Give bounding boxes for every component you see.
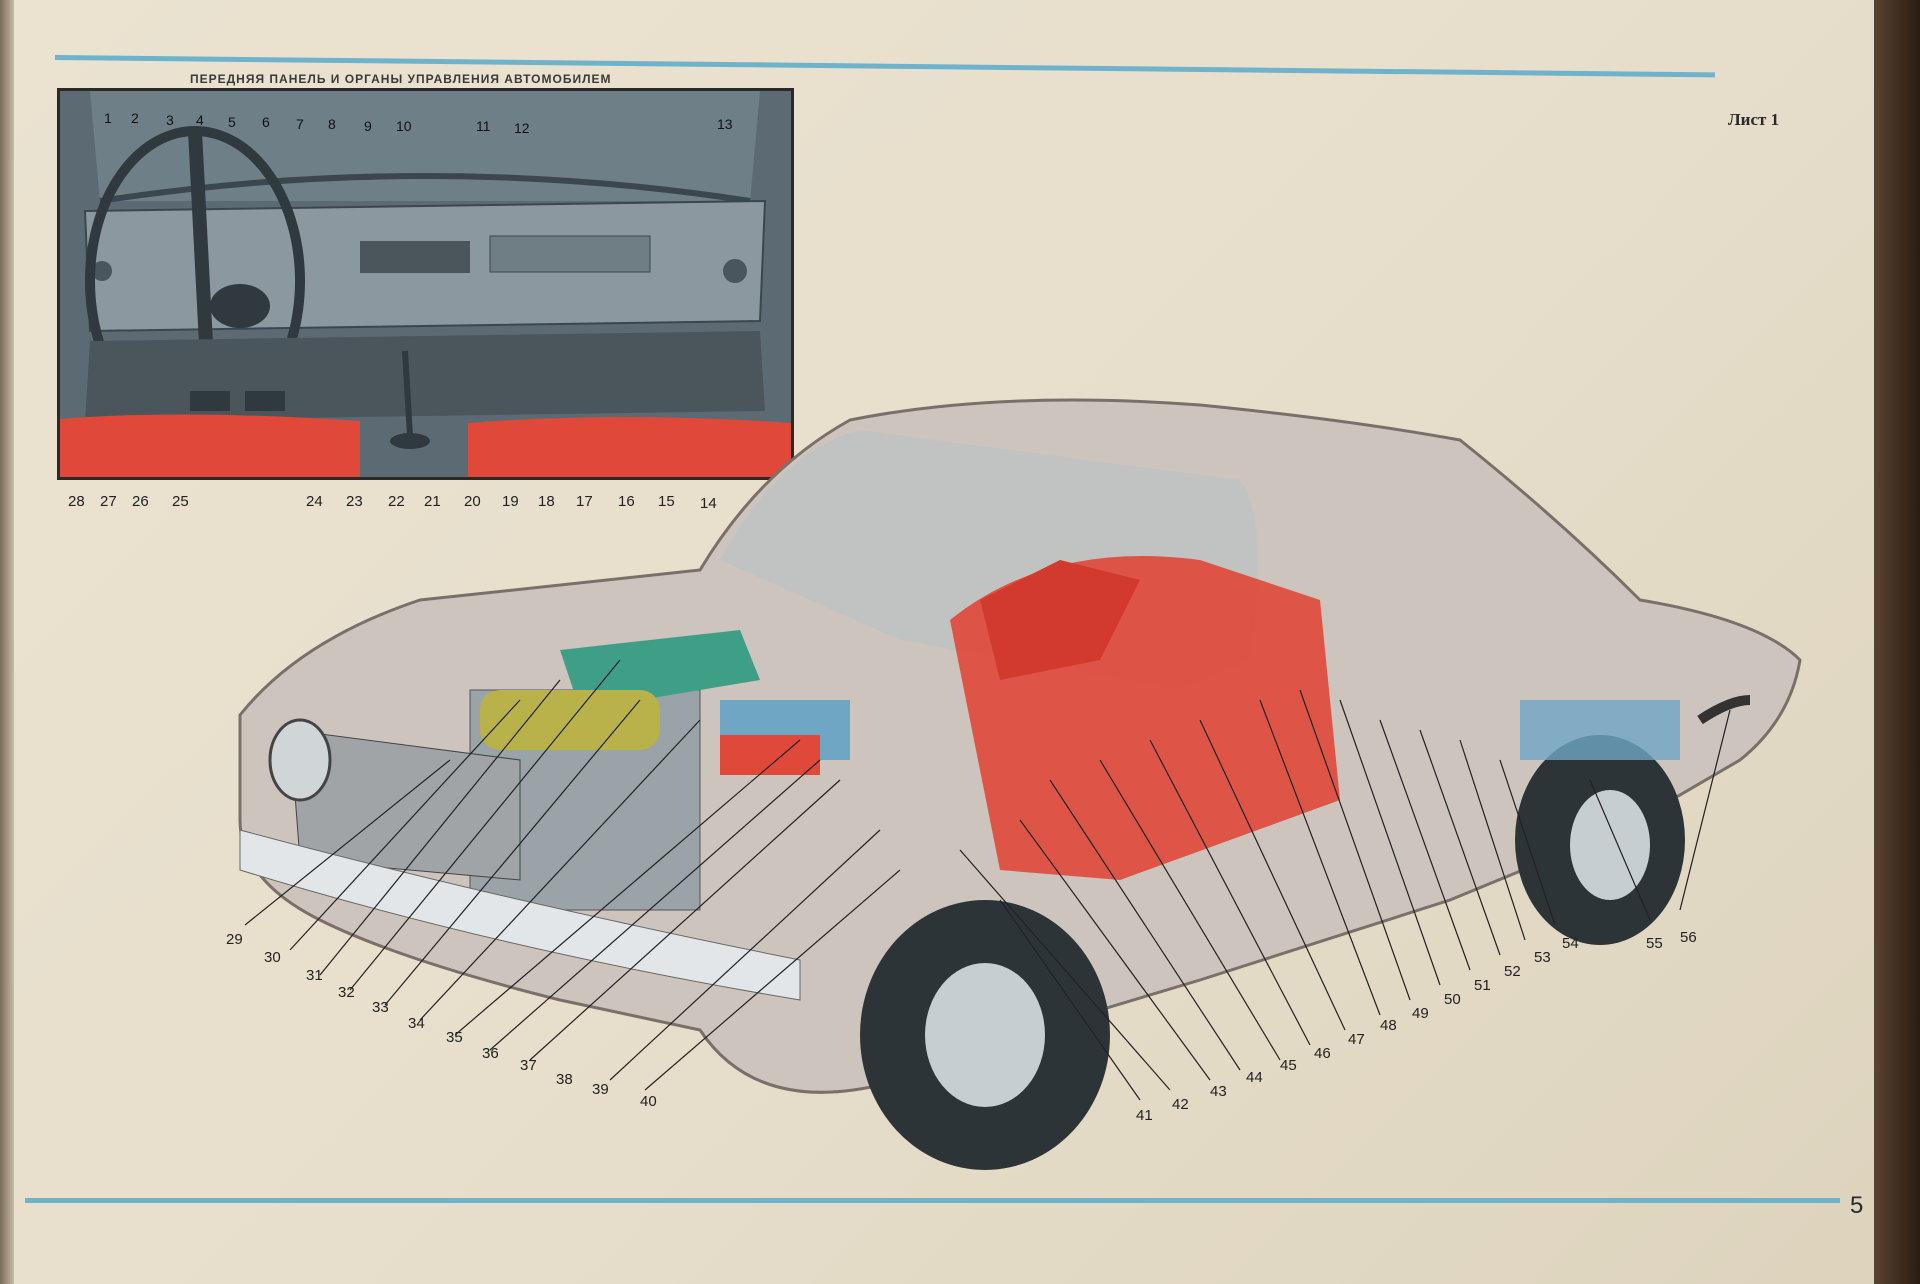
callout-number: 30 [264, 949, 281, 966]
callout-number: 35 [446, 1029, 463, 1046]
callout-number: 29 [226, 931, 243, 948]
air-filter [480, 690, 660, 750]
rear-hubcap [1570, 790, 1650, 900]
callout-number: 5 [228, 114, 236, 130]
callout-number: 22 [388, 493, 405, 510]
callout-number: 54 [1562, 935, 1579, 952]
callout-number: 11 [476, 118, 491, 134]
battery [720, 735, 820, 775]
page-number: 5 [1850, 1192, 1864, 1219]
callout-number: 18 [538, 493, 555, 510]
callout-number: 13 [717, 116, 733, 132]
callout-number: 2 [131, 110, 139, 126]
callout-number: 42 [1172, 1096, 1189, 1113]
callout-number: 39 [592, 1081, 609, 1098]
callout-number: 23 [346, 493, 363, 510]
callout-number: 37 [520, 1057, 537, 1074]
callout-number: 44 [1246, 1069, 1263, 1086]
callout-number: 9 [364, 118, 372, 134]
callout-number: 32 [338, 984, 355, 1001]
callout-leader-lines [244, 659, 1731, 1101]
callout-number: 53 [1534, 949, 1551, 966]
callout-number: 3 [166, 112, 174, 128]
callout-number: 6 [262, 114, 270, 130]
callout-number: 52 [1504, 963, 1521, 980]
callout-number: 31 [306, 967, 323, 984]
bottom-rule [25, 1198, 1840, 1203]
callout-number: 46 [1314, 1045, 1331, 1062]
front-seat [980, 560, 1140, 680]
callout-number: 12 [514, 120, 530, 136]
callout-number: 40 [640, 1093, 657, 1110]
exhaust-pipe [1697, 695, 1751, 725]
callout-number: 36 [482, 1045, 499, 1062]
callout-number: 14 [700, 495, 717, 512]
dashboard-drawing [60, 91, 791, 477]
callout-number: 27 [100, 493, 117, 510]
callout-number: 48 [1380, 1017, 1397, 1034]
callout-number: 28 [68, 493, 85, 510]
callout-number: 51 [1474, 977, 1491, 994]
callout-number: 47 [1348, 1031, 1365, 1048]
front-hubcap [925, 963, 1045, 1107]
callout-number: 45 [1280, 1057, 1297, 1074]
callout-number: 10 [396, 118, 412, 134]
callout-number: 50 [1444, 991, 1461, 1008]
callout-number: 34 [408, 1015, 425, 1032]
callout-number: 38 [556, 1071, 573, 1088]
front-bumper [239, 829, 801, 1001]
sheet-label: Лист 1 [1728, 110, 1780, 129]
callout-number: 49 [1412, 1005, 1429, 1022]
callout-number: 26 [132, 493, 149, 510]
callout-number: 43 [1210, 1083, 1227, 1100]
callout-number: 15 [658, 493, 675, 510]
callout-number: 20 [464, 493, 481, 510]
callout-number: 16 [618, 493, 635, 510]
callout-number: 56 [1680, 929, 1697, 946]
dashboard-illustration [57, 88, 794, 480]
callout-number: 24 [306, 493, 323, 510]
callout-number: 8 [328, 116, 336, 132]
callout-number: 41 [1136, 1107, 1153, 1124]
callout-number: 7 [296, 116, 304, 132]
rear-axle [1520, 700, 1680, 760]
page-title: ПЕРЕДНЯЯ ПАНЕЛЬ И ОРГАНЫ УПРАВЛЕНИЯ АВТО… [190, 72, 612, 86]
callout-number: 21 [424, 493, 441, 510]
page-left-edge [0, 0, 14, 1284]
page-right-edge [1874, 0, 1920, 1284]
callout-number: 17 [576, 493, 593, 510]
callout-number: 1 [104, 110, 112, 126]
callout-number: 25 [172, 493, 189, 510]
callout-number: 55 [1646, 935, 1663, 952]
headlight [268, 718, 332, 802]
callout-number: 4 [196, 112, 204, 128]
callout-number: 19 [502, 493, 519, 510]
callout-number: 33 [372, 999, 389, 1016]
